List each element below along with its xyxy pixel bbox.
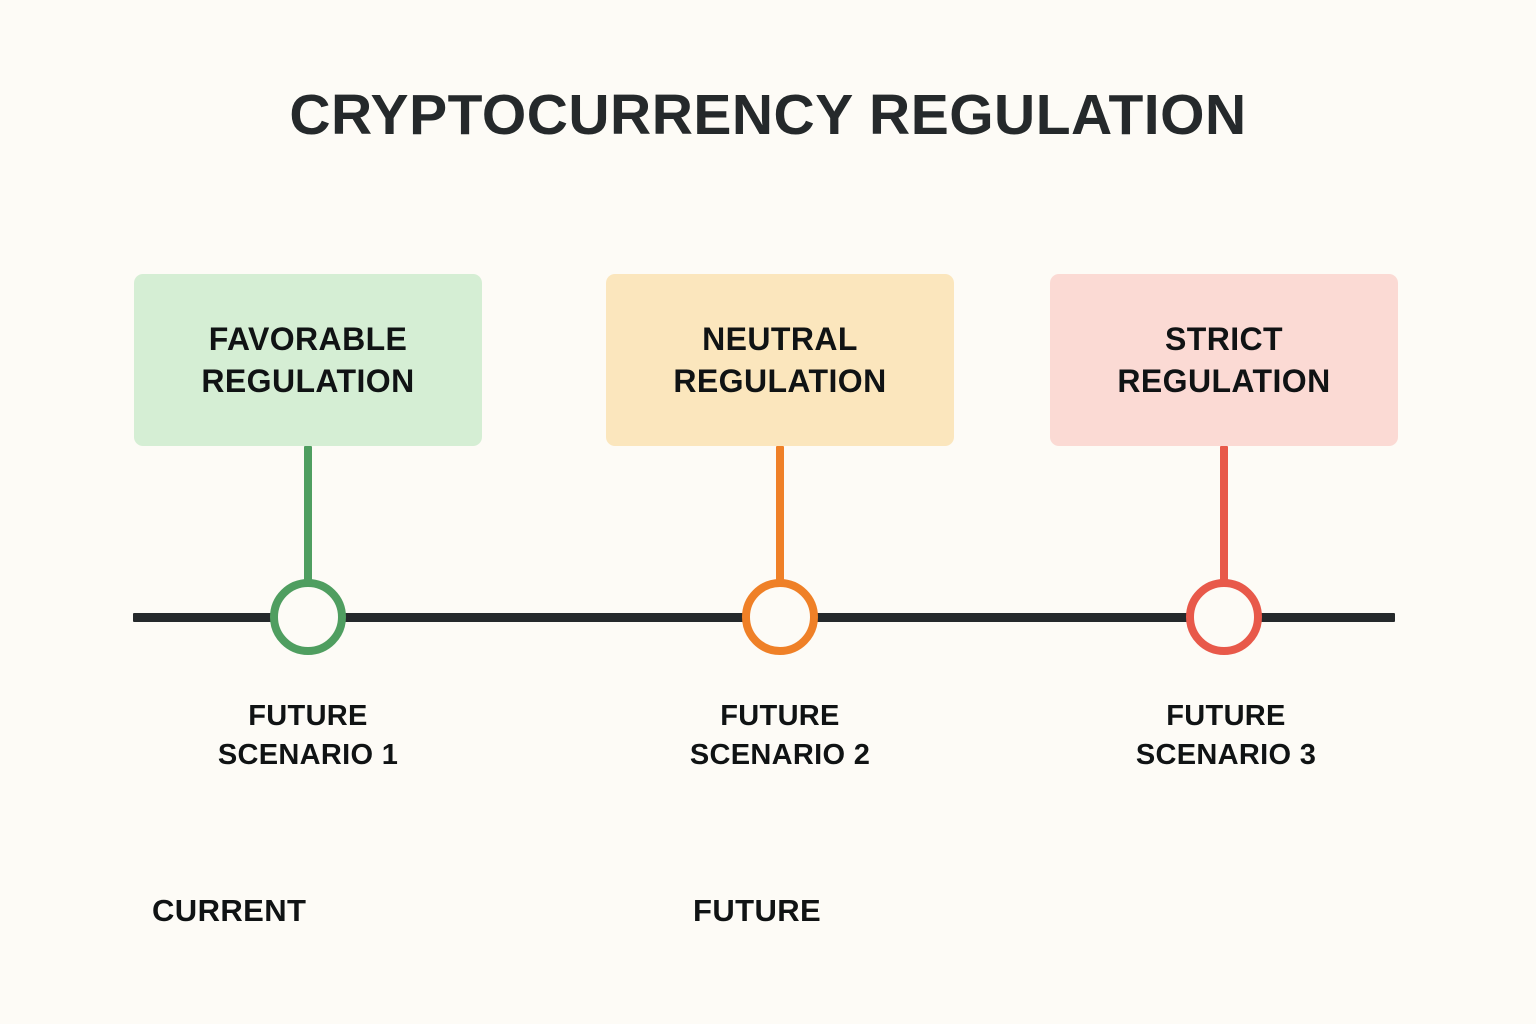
scenario-card-label: NEUTRAL REGULATION — [673, 320, 887, 399]
milestone-node-scenario-1 — [270, 579, 346, 655]
scenario-card-strict: STRICT REGULATION — [1050, 274, 1398, 446]
scenario-card-label: STRICT REGULATION — [1117, 320, 1331, 399]
milestone-caption-scenario-1: FUTURE SCENARIO 1 — [217, 700, 399, 772]
scenario-card-favorable: FAVORABLE REGULATION — [134, 274, 482, 446]
connector-stem-scenario-2 — [776, 446, 784, 601]
milestone-caption-scenario-2: FUTURE SCENARIO 2 — [689, 700, 871, 772]
milestone-node-scenario-2 — [742, 579, 818, 655]
scenario-card-neutral: NEUTRAL REGULATION — [606, 274, 954, 446]
era-label-current: CURRENT — [152, 893, 307, 928]
page-title: CRYPTOCURRENCY REGULATION — [289, 83, 1247, 147]
scenario-card-label: FAVORABLE REGULATION — [201, 320, 415, 399]
milestone-caption-scenario-3: FUTURE SCENARIO 3 — [1135, 700, 1317, 772]
era-label-future: FUTURE — [693, 893, 822, 928]
milestone-node-scenario-3 — [1186, 579, 1262, 655]
connector-stem-scenario-1 — [304, 446, 312, 601]
connector-stem-scenario-3 — [1220, 446, 1228, 601]
